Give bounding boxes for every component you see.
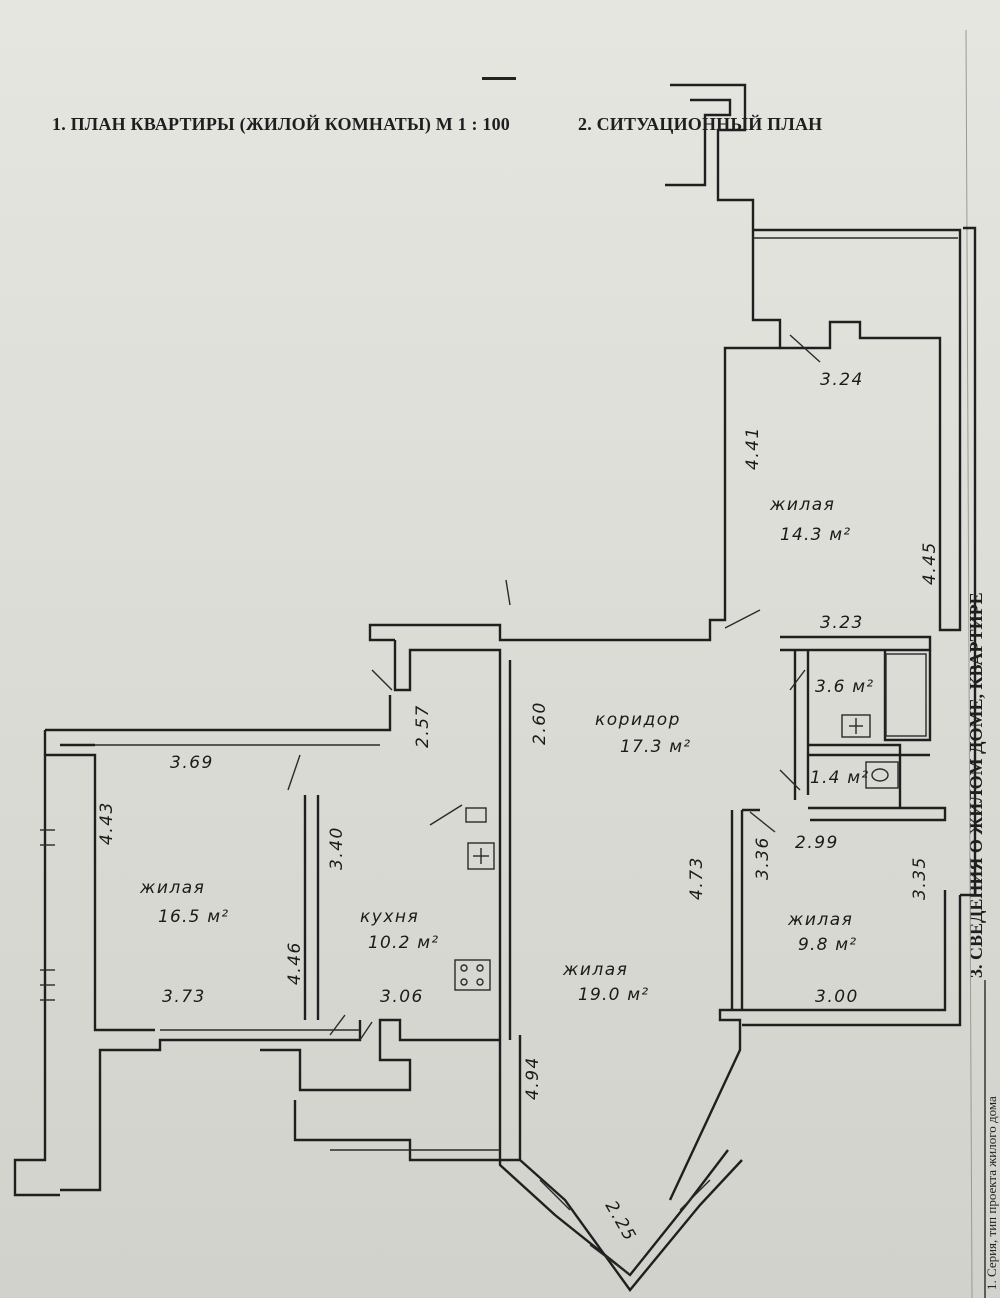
dimension: 3.69 <box>170 753 214 773</box>
exterior-walls <box>13 83 977 1292</box>
dimension: 4.94 <box>523 1056 543 1100</box>
interior-walls <box>303 635 947 1040</box>
room-name: жилая <box>787 910 853 930</box>
dimension: 3.35 <box>910 856 930 900</box>
room-area: 9.8 м² <box>798 935 857 955</box>
dimension: 3.24 <box>820 370 864 390</box>
dimension: 2.25 <box>601 1198 640 1246</box>
room-name: кухня <box>360 907 419 927</box>
toilet-bowl <box>865 761 899 789</box>
room-area: 14.3 м² <box>780 525 851 545</box>
room-area: 10.2 м² <box>368 933 439 953</box>
dimension: 2.60 <box>530 701 550 745</box>
room-labels: жилая 14.3 м² 3.6 м² 1.4 м² коридор 17.3… <box>139 495 874 1005</box>
stove <box>454 959 491 991</box>
room-area: 19.0 м² <box>578 985 649 1005</box>
doors <box>287 334 821 1041</box>
dimension: 4.73 <box>687 856 707 900</box>
room-name: коридор <box>595 710 681 730</box>
room-area: 17.3 м² <box>620 737 691 757</box>
dimension: 2.99 <box>795 833 839 853</box>
dimension: 3.06 <box>380 987 424 1007</box>
sink <box>841 714 871 738</box>
dimension: 3.40 <box>327 826 347 870</box>
room-area: 3.6 м² <box>815 677 874 697</box>
dimension: 4.43 <box>97 801 117 845</box>
section2-title: 2. СИТУАЦИОННЫЙ ПЛАН <box>578 114 823 134</box>
room-name: жилая <box>139 878 205 898</box>
dimension: 3.36 <box>753 836 773 880</box>
dimension: 3.23 <box>820 613 864 633</box>
frame-line <box>965 29 973 1298</box>
room-area: 1.4 м² <box>810 768 869 788</box>
dimension: 2.57 <box>413 704 433 748</box>
page-dash <box>482 77 516 80</box>
room-area: 16.5 м² <box>158 907 229 927</box>
section1-title: 1. ПЛАН КВАРТИРЫ (ЖИЛОЙ КОМНАТЫ) М 1 : 1… <box>52 114 511 134</box>
dimension: 3.73 <box>162 987 206 1007</box>
dimension: 4.41 <box>743 426 763 470</box>
room-name: жилая <box>769 495 835 515</box>
dimension: 4.45 <box>920 541 940 585</box>
room-name: жилая <box>562 960 628 980</box>
kitchen-sink <box>467 842 495 870</box>
bathtub <box>885 653 927 737</box>
dimension: 4.46 <box>285 941 305 985</box>
fixtures <box>454 653 927 991</box>
dimension: 3.00 <box>815 987 859 1007</box>
dimension-labels: 3.24 4.41 4.45 3.23 2.57 2.60 3.69 4.43 … <box>97 370 940 1245</box>
